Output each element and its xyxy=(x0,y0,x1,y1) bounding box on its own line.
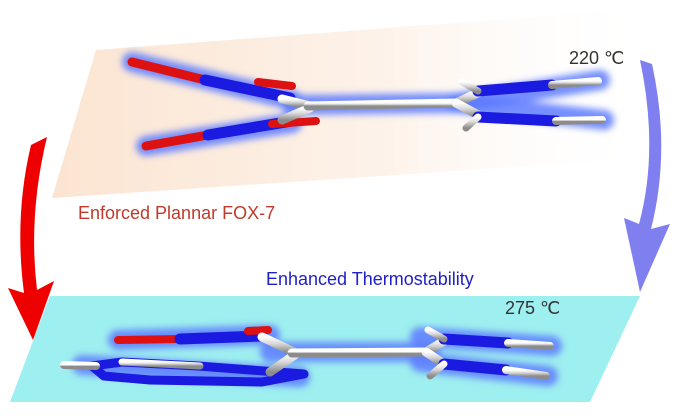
label-enhanced-thermostability: Enhanced Thermostability xyxy=(266,269,474,289)
top-bond-o2 xyxy=(254,78,296,90)
top-bond-h2 xyxy=(552,116,606,125)
top-bond-c1b xyxy=(277,103,315,125)
label-enforced-planar: Enforced Plannar FOX-7 xyxy=(78,203,276,223)
bottom-bond-h2 xyxy=(502,366,550,380)
bottom-bond-o1 xyxy=(114,335,184,344)
top-bond-n4 xyxy=(472,111,562,127)
right-curved-arrow-icon xyxy=(624,60,670,292)
temperature-top: 220 ℃ xyxy=(569,48,625,68)
top-bond-n1 xyxy=(199,74,296,104)
bottom-bond-n4 xyxy=(438,358,512,376)
top-bond-h1 xyxy=(548,77,602,89)
top-central-cc-bond xyxy=(303,98,463,111)
bottom-bond-ring-c2 xyxy=(118,358,204,370)
bottom-bond-c1a xyxy=(257,332,299,357)
left-curved-arrow-icon xyxy=(8,137,54,340)
bottom-bond-h4 xyxy=(426,360,448,380)
top-bond-h4 xyxy=(462,113,482,132)
bottom-central-cc-bond xyxy=(287,347,433,358)
top-bond-h3 xyxy=(458,78,482,95)
bottom-bond-o2 xyxy=(244,326,272,335)
top-bond-o3 xyxy=(141,130,213,151)
bottom-bond-ring-c1 xyxy=(60,361,100,370)
top-molecule xyxy=(122,52,614,156)
bottom-bond-h3 xyxy=(424,326,448,343)
temperature-bottom: 275 ℃ xyxy=(505,298,561,318)
top-bond-o1 xyxy=(127,57,210,85)
bottom-bond-n1 xyxy=(174,330,268,345)
bottom-bond-h1 xyxy=(504,339,554,350)
bottom-bond-n3 xyxy=(438,333,514,349)
top-bond-n3 xyxy=(472,79,558,97)
bottom-molecule xyxy=(60,325,562,387)
